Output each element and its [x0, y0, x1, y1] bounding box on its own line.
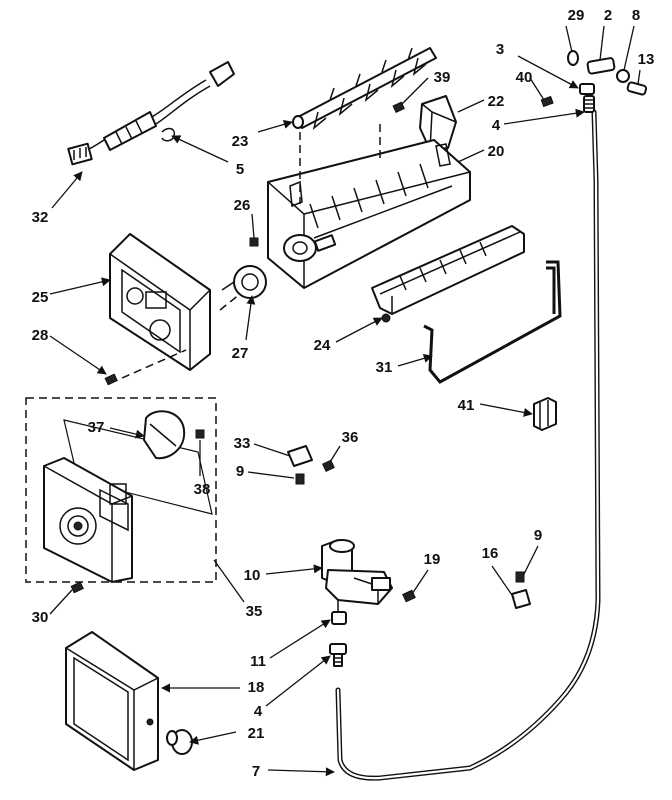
callout-8: 8 [632, 7, 640, 24]
callout-23: 23 [232, 133, 249, 150]
callout-21: 21 [248, 725, 265, 742]
motor-37 [143, 410, 205, 460]
callout-labels: 29 2 8 13 3 40 39 22 4 23 20 5 32 26 25 … [32, 7, 655, 780]
screw-28 [104, 373, 118, 386]
callout-7: 7 [252, 763, 260, 780]
shutoff-arm [371, 225, 525, 323]
callout-16: 16 [482, 545, 499, 562]
support-housing [109, 233, 211, 371]
callout-11: 11 [250, 653, 266, 670]
callout-35: 35 [246, 603, 263, 620]
callout-2: 2 [604, 7, 612, 24]
callout-26: 26 [234, 197, 251, 214]
callout-18: 18 [248, 679, 265, 696]
callout-25: 25 [32, 289, 49, 306]
water-tube [335, 109, 601, 781]
callout-22: 22 [488, 93, 505, 110]
ejector-blade [292, 47, 437, 131]
bracket-41 [533, 397, 557, 431]
callout-9-left: 9 [236, 463, 244, 480]
valve-fittings [329, 611, 347, 667]
callout-4-top: 4 [492, 117, 501, 134]
callout-32: 32 [32, 209, 49, 226]
ice-mold [267, 139, 471, 289]
callout-10: 10 [244, 567, 261, 584]
clamp-33 [287, 445, 335, 485]
inlet-fitting-assembly [540, 50, 648, 113]
callout-28: 28 [32, 327, 49, 344]
callout-4-bottom: 4 [254, 703, 263, 720]
module-assembly [25, 397, 217, 583]
callout-31: 31 [376, 359, 393, 376]
callout-24: 24 [314, 337, 331, 354]
cover-18 [65, 631, 159, 771]
knob-21 [166, 729, 193, 755]
callout-39: 39 [434, 69, 451, 86]
callout-27: 27 [232, 345, 249, 362]
callout-3: 3 [496, 41, 504, 58]
callout-38: 38 [194, 481, 211, 498]
callout-20: 20 [488, 143, 505, 160]
screw-30 [70, 581, 84, 594]
callout-37: 37 [88, 419, 105, 436]
callout-9-right: 9 [534, 527, 542, 544]
fill-cup [419, 95, 457, 151]
callout-33: 33 [234, 435, 251, 452]
guide-lines [121, 124, 381, 379]
callout-30: 30 [32, 609, 49, 626]
callout-36: 36 [342, 429, 359, 446]
screw-39 [392, 101, 405, 113]
water-valve [321, 539, 393, 612]
callout-19: 19 [424, 551, 441, 568]
callout-29: 29 [568, 7, 585, 24]
shutoff-wire [423, 260, 562, 384]
callout-40: 40 [516, 69, 533, 86]
callout-41: 41 [458, 397, 475, 414]
callout-5: 5 [236, 161, 244, 178]
callout-13: 13 [638, 51, 655, 68]
leader-lines [49, 25, 641, 777]
wire-harness [67, 61, 235, 166]
grommet-16 [511, 571, 531, 609]
motor-27 [221, 237, 267, 299]
